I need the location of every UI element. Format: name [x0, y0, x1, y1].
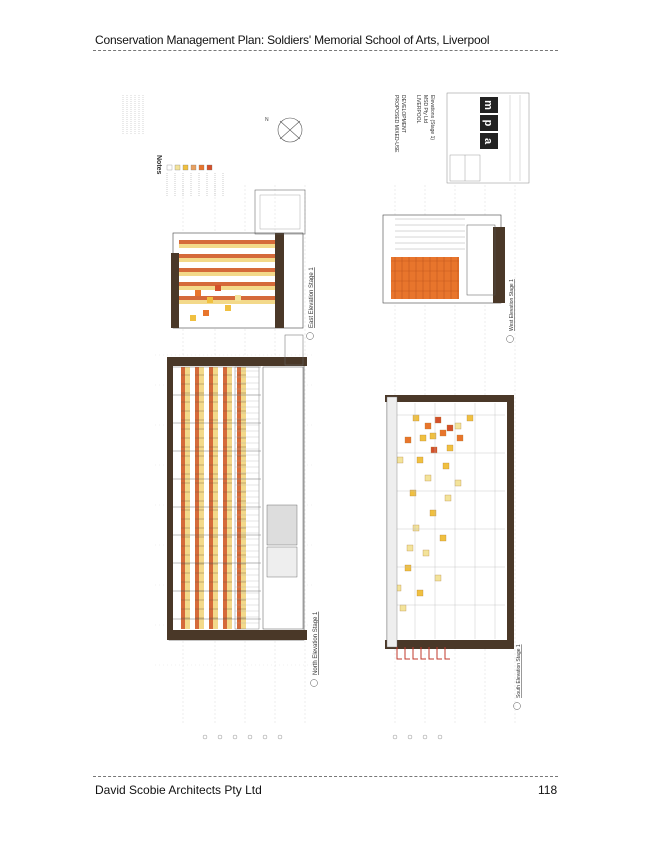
page-number: 118 [538, 783, 558, 797]
title-block: m p a PROPOSED MIXED-USE DEVELOPMENT LIV… [393, 92, 530, 184]
logo-block-p [480, 115, 498, 131]
project-line: Elevations (Stage 1) [429, 95, 435, 140]
notes-title: Notes [155, 155, 162, 175]
footer-company: David Scobie Architects Pty Ltd [95, 783, 262, 797]
project-line: PROPOSED MIXED-USE [393, 95, 399, 153]
header-rule [93, 50, 558, 51]
elevations-drawing: m p a PROPOSED MIXED-USE DEVELOPMENT LIV… [122, 92, 530, 740]
project-line: MSD Pty Ltd [422, 95, 428, 123]
legend-notes-block: Notes N [122, 95, 303, 197]
footer-rule [93, 776, 558, 777]
south-elevation [385, 395, 514, 660]
logo-block-m [480, 97, 498, 113]
svg-text:a: a [482, 138, 494, 145]
north-elevation-marker-icon [310, 679, 318, 687]
west-elevation-orange-panel [391, 257, 459, 299]
south-elevation-marker-icon [513, 702, 521, 710]
svg-text:p: p [482, 120, 494, 127]
north-elevation-roof-slab [167, 357, 307, 366]
north-elevation-label: North Elevation Stage 1 [313, 611, 319, 675]
svg-text:N: N [265, 117, 269, 123]
north-elevation [167, 334, 307, 641]
page-header-title: Conservation Management Plan: Soldiers' … [95, 33, 490, 47]
north-elevation-base-slab [167, 630, 307, 640]
east-elevation [171, 189, 306, 329]
east-elevation-label: East Elevation Stage 1 [309, 267, 315, 328]
architectural-drawing-sheet: m p a PROPOSED MIXED-USE DEVELOPMENT LIV… [95, 85, 560, 750]
east-elevation-marker-icon [306, 332, 314, 340]
project-line: LIVERPOOL [415, 95, 421, 124]
project-line: DEVELOPMENT [400, 95, 406, 133]
north-arrow-icon [277, 117, 303, 143]
west-elevation-label: West Elevation Stage 1 [509, 279, 515, 331]
west-elevation-marker-icon [506, 335, 514, 343]
west-elevation [382, 214, 505, 304]
logo-block-a [480, 133, 498, 149]
svg-text:m: m [482, 100, 494, 110]
south-elevation-label: South Elevation Stage 1 [516, 644, 522, 698]
